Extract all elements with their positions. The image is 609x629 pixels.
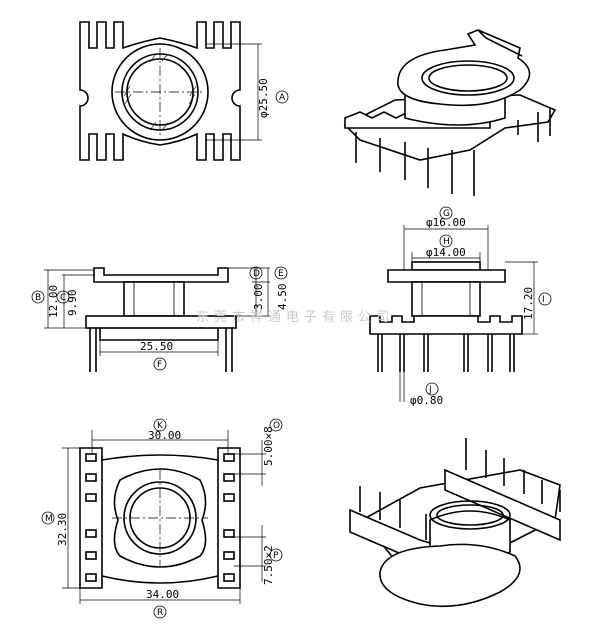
callout-j-label: J <box>428 385 432 395</box>
iso-top-bore-outer <box>421 60 515 96</box>
bottom-view-pin-slots-left <box>85 453 97 582</box>
callout-b <box>31 290 45 304</box>
side-view-base-rail <box>369 315 523 335</box>
front-view-base-skirt <box>99 328 219 341</box>
callout-e <box>274 266 288 280</box>
bottom-view-pin-slots-right <box>223 453 235 582</box>
front-view: 12.00 9.90 B C 3.00 4.50 D E 25.50 F <box>31 266 289 372</box>
callout-f <box>153 357 167 371</box>
callout-m <box>41 511 55 525</box>
iso-top-flange-tab <box>477 29 523 57</box>
side-view-pins <box>377 334 515 372</box>
front-view-pins <box>89 328 233 372</box>
bottom-view-flange <box>113 468 207 568</box>
front-view-top-flange <box>93 267 229 283</box>
iso-top-bore-inner <box>428 64 508 92</box>
callout-a <box>275 90 289 104</box>
side-view-top-flange <box>387 269 506 283</box>
dim-bottom-30: 30.00 <box>148 429 181 442</box>
side-view: φ16.00 G φ14.00 H 17.20 I φ0.80 J <box>369 206 552 407</box>
iso-bottom-pin-rail-back <box>444 468 561 542</box>
iso-bottom-bore-inner <box>436 504 504 526</box>
side-view-barrel <box>411 281 481 317</box>
callout-r <box>153 605 167 619</box>
bottom-view-core-outer <box>123 481 197 555</box>
dim-bottom-34: 34.00 <box>146 588 179 601</box>
top-view: φ25.50 A <box>79 21 289 161</box>
callout-b-label: B <box>35 293 41 303</box>
callout-l <box>538 292 552 306</box>
bottom-view: 30.00 K 32.30 M 5.00×8 O 7.50×2 P 34.00 … <box>41 418 283 619</box>
callout-m-label: M <box>45 514 53 524</box>
dim-front-12: 12.00 <box>47 285 60 318</box>
isometric-view-top <box>343 29 557 196</box>
callout-g-label: G <box>443 209 450 219</box>
dim-side-17: 17.20 <box>522 287 535 320</box>
callout-c-label: C <box>60 293 66 303</box>
callout-a-label: A <box>279 93 286 103</box>
callout-h <box>439 234 453 248</box>
callout-i-label: I <box>542 295 545 305</box>
callout-h-label: H <box>443 237 450 247</box>
callout-o-label: O <box>273 421 280 431</box>
dim-front-3: 3.00 <box>252 284 265 311</box>
callout-c <box>56 290 70 304</box>
front-view-barrel <box>123 281 185 317</box>
dim-side-pin: φ0.80 <box>410 394 443 407</box>
iso-top-pins <box>355 108 551 196</box>
dim-side-16: φ16.00 <box>426 216 466 229</box>
watermark: 东莞市祥通电子有限公司 <box>196 309 394 325</box>
top-view-hatch <box>123 53 197 131</box>
dim-bottom-pitch7: 7.50×2 <box>262 545 275 585</box>
dim-top-dia: φ25.50 <box>257 78 270 118</box>
front-view-base <box>85 315 237 329</box>
iso-bottom-flange <box>379 543 521 608</box>
callout-r-label: R <box>157 608 163 618</box>
top-view-flange-circle <box>111 43 209 141</box>
dim-side-14: φ14.00 <box>426 246 466 259</box>
dim-bottom-32: 32.30 <box>56 513 69 546</box>
dim-front-4: 4.50 <box>276 284 289 311</box>
iso-top-flange <box>397 29 531 107</box>
callout-f-label: F <box>157 360 162 370</box>
callout-p <box>269 548 283 562</box>
callout-p-label: P <box>273 551 279 561</box>
iso-bottom-pins-back <box>465 438 561 512</box>
callout-d-label: D <box>253 269 260 279</box>
callout-e-label: E <box>278 269 284 279</box>
dim-front-25: 25.50 <box>140 340 173 353</box>
callout-g <box>439 206 453 220</box>
callout-d <box>249 266 263 280</box>
bottom-view-rails <box>101 460 219 576</box>
isometric-view-bottom <box>349 438 561 608</box>
dim-bottom-pitch5: 5.00×8 <box>262 426 275 466</box>
callout-k <box>153 418 167 432</box>
callout-k-label: K <box>157 421 164 431</box>
iso-bottom-bore <box>429 500 511 530</box>
callout-o <box>269 418 283 432</box>
callout-j <box>425 382 439 396</box>
side-view-top-cap <box>411 261 481 271</box>
